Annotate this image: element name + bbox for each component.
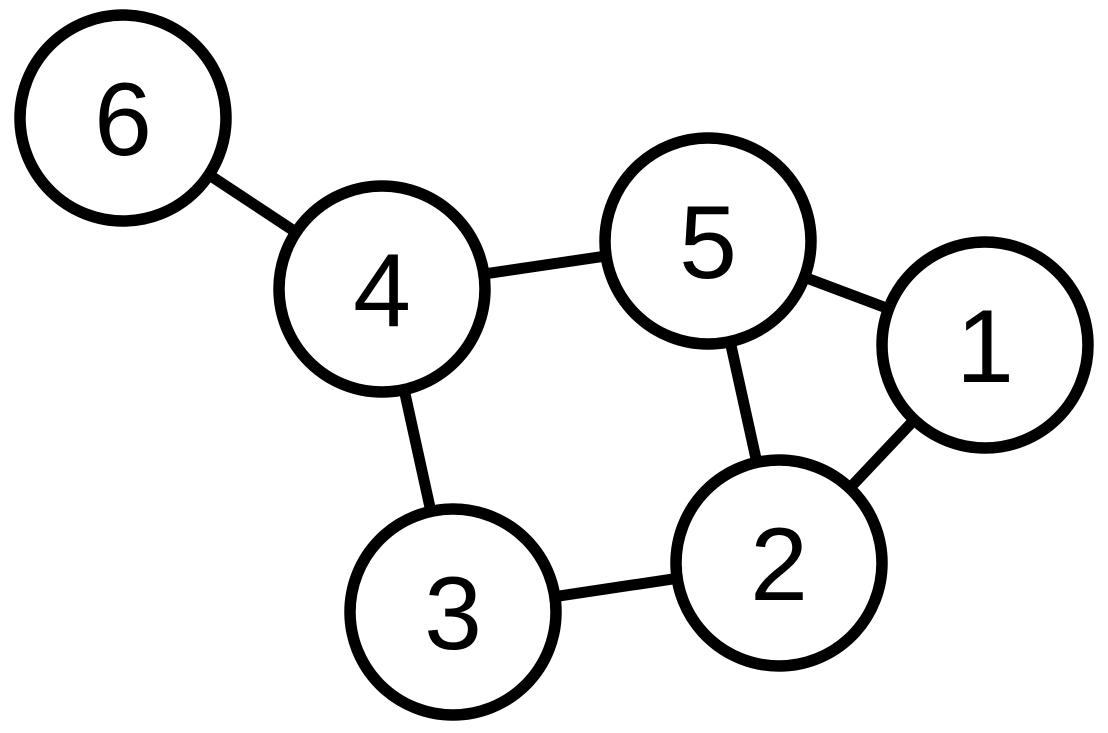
nodes-layer: 1 2 3 4 5 6	[14, 9, 1094, 721]
node-circle-6[interactable]	[14, 9, 232, 227]
edges-layer	[204, 169, 920, 603]
graph-node-5[interactable]: 5	[599, 132, 817, 350]
graph-node-6[interactable]: 6	[14, 9, 232, 227]
node-label-1: 1	[956, 289, 1014, 405]
node-circle-1[interactable]	[876, 236, 1094, 454]
node-label-4: 4	[353, 233, 411, 349]
node-circle-2[interactable]	[670, 454, 888, 672]
node-label-5: 5	[679, 185, 737, 301]
node-circle-5[interactable]	[599, 132, 817, 350]
graph-edge-1-2[interactable]	[844, 414, 920, 494]
graph-node-3[interactable]: 3	[344, 503, 562, 721]
node-circle-3[interactable]	[344, 503, 562, 721]
graph-edge-4-5[interactable]	[481, 250, 609, 280]
node-circle-4[interactable]	[273, 180, 491, 398]
node-label-6: 6	[94, 62, 152, 178]
graph-edge-5-2[interactable]	[724, 338, 763, 466]
graph-edge-4-3[interactable]	[398, 386, 437, 515]
graph-edge-5-1[interactable]	[800, 271, 893, 315]
graph-node-1[interactable]: 1	[876, 236, 1094, 454]
graph-node-4[interactable]: 4	[273, 180, 491, 398]
node-label-2: 2	[750, 507, 808, 623]
node-label-3: 3	[424, 556, 482, 672]
graph-edge-3-2[interactable]	[552, 572, 680, 603]
graph-node-2[interactable]: 2	[670, 454, 888, 672]
graph-edge-6-4[interactable]	[204, 169, 301, 238]
